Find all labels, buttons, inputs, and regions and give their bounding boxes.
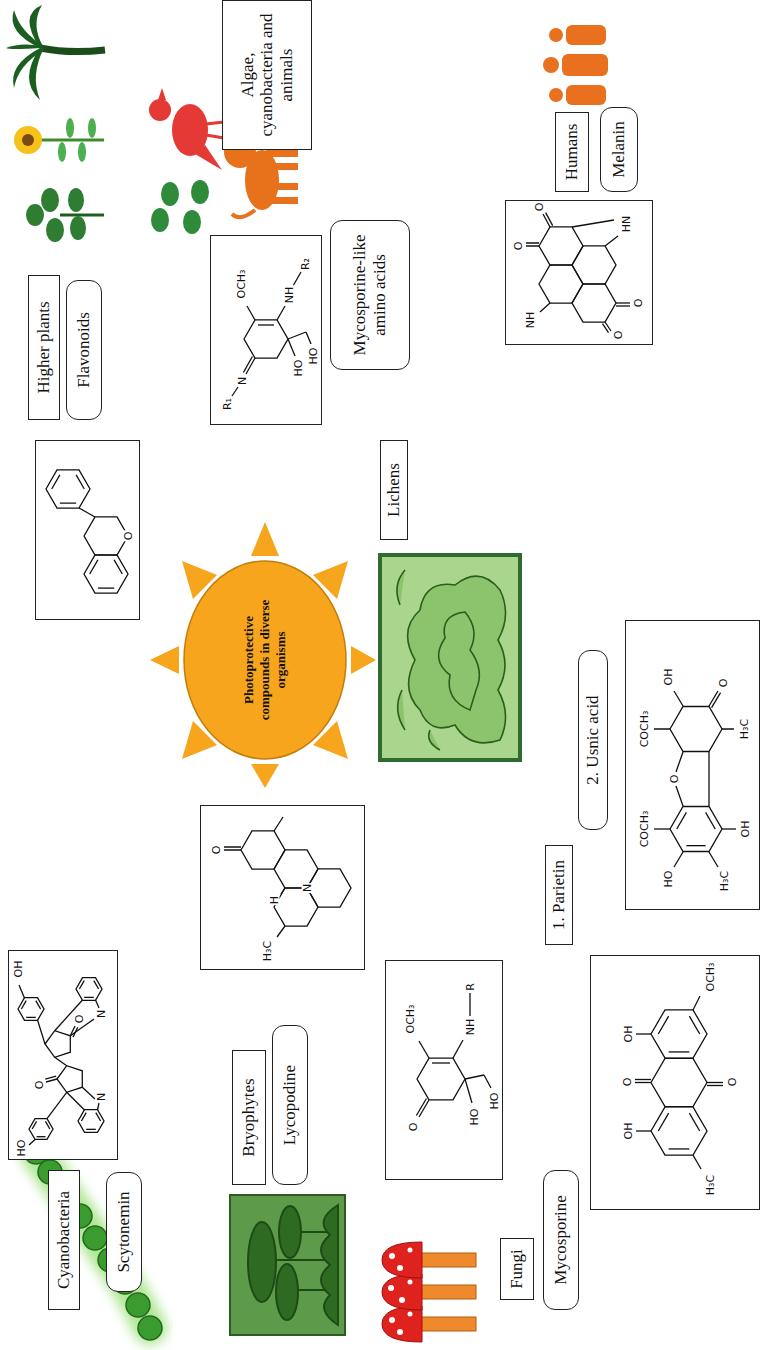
organism-label: Algae, cyanobacteria and animals xyxy=(222,0,312,150)
atom-label: H₃C xyxy=(719,870,730,892)
atom-label: H xyxy=(269,895,280,905)
atom-label: O xyxy=(34,1080,45,1091)
structure-bonds xyxy=(36,439,141,619)
chemical-structure: O xyxy=(35,440,140,620)
chemical-structure: O H₃C H N xyxy=(200,805,365,970)
organism-label: Fungi xyxy=(500,1238,534,1300)
label-text: Scytonemin xyxy=(114,1186,134,1277)
atom-label: O xyxy=(622,1077,633,1088)
atom-label: O xyxy=(613,330,624,341)
sun-rays xyxy=(150,522,376,788)
atom-label: H₃C xyxy=(262,940,273,962)
atom-label: OCH₃ xyxy=(405,1003,416,1034)
higher-plants xyxy=(6,5,105,242)
atom-label: HO xyxy=(469,1108,480,1127)
sun-title: Photoprotective compounds in diverse org… xyxy=(183,560,347,760)
label-text: 2. Usnic acid xyxy=(583,690,603,789)
chemical-structure: OH N O O N HO xyxy=(8,950,118,1160)
atom-label: OH xyxy=(13,960,24,979)
label-text: Lycopodine xyxy=(280,1060,300,1150)
atom-label: O xyxy=(633,298,644,309)
atom-label: OH xyxy=(740,820,751,839)
atom-label: O xyxy=(669,774,680,785)
compound-label: Mycosporine xyxy=(543,1170,579,1310)
atom-label: N xyxy=(96,1009,107,1019)
atom-label: OCH₃ xyxy=(705,961,716,992)
label-text: Melanin xyxy=(609,116,629,183)
atom-label: O xyxy=(74,1014,85,1025)
chemical-structure: R₁ N OCH₃ NH R₂ HOHO xyxy=(210,235,322,425)
cyanobacteria-filament xyxy=(24,1140,162,1340)
atom-label: NH xyxy=(465,1018,476,1037)
mushrooms xyxy=(382,1242,476,1342)
organism-label: Humans xyxy=(555,112,589,192)
atom-label: N xyxy=(237,376,248,386)
label-text: Algae, cyanobacteria and animals xyxy=(238,1,297,149)
label-text: Fungi xyxy=(507,1244,527,1294)
atom-label: R₂ xyxy=(300,257,311,271)
organism-label: Cyanobacteria xyxy=(48,1170,80,1310)
atom-label: HO xyxy=(308,347,319,366)
compound-label: Melanin xyxy=(600,107,638,192)
compound-label: Scytonemin xyxy=(106,1172,142,1292)
compound-label: 2. Usnic acid xyxy=(578,650,608,830)
atom-label: HN xyxy=(621,215,632,234)
title-text: Photoprotective compounds in diverse org… xyxy=(241,585,289,735)
atom-label: OCH₃ xyxy=(236,268,247,299)
atom-label: N xyxy=(302,883,313,893)
structure-bonds xyxy=(201,804,366,969)
atom-label: H₃C xyxy=(739,718,750,740)
compound-label: 1. Parietin xyxy=(545,845,573,945)
organism-label: Bryophytes xyxy=(232,1050,266,1185)
chemical-structure: OH O OH H₃C O OCH₃ xyxy=(590,955,760,1210)
compound-label: Lycopodine xyxy=(272,1025,308,1185)
atom-label: HO xyxy=(293,359,304,378)
label-text: Bryophytes xyxy=(239,1073,259,1161)
structure-bonds xyxy=(9,949,119,1159)
atom-label: O xyxy=(534,202,545,213)
lichen-image xyxy=(380,555,520,760)
atom-label: O xyxy=(718,678,729,689)
label-text: Humans xyxy=(562,119,582,186)
atom-label: N xyxy=(96,1092,107,1102)
chemical-structure: O OCH₃ NH R HO HO xyxy=(385,960,503,1180)
structure-bonds xyxy=(386,959,504,1179)
atom-label: H₃C xyxy=(705,1174,716,1196)
humans-figures xyxy=(543,25,608,105)
atom-label: HO xyxy=(16,1139,27,1158)
label-text: 1. Parietin xyxy=(549,855,569,935)
chemical-structure: HO COCH₃ OH H₃C O COCH₃ OH O H₃C xyxy=(625,620,760,910)
atom-label: COCH₃ xyxy=(639,810,650,849)
organism-label: Lichens xyxy=(380,440,408,540)
structure-bonds xyxy=(626,619,761,909)
atom-label: O xyxy=(408,1122,419,1133)
label-text: Higher plants xyxy=(34,296,54,398)
atom-label: O xyxy=(211,845,222,856)
organism-label: Higher plants xyxy=(28,275,60,420)
atom-label: OH xyxy=(623,1122,634,1141)
atom-label: R₁ xyxy=(222,397,233,411)
atom-label: OH xyxy=(623,1025,634,1044)
compound-label: Flavonoids xyxy=(66,280,102,420)
label-text: Flavonoids xyxy=(74,307,94,393)
compound-label: Mycosporine-like amino acids xyxy=(330,220,410,370)
atom-label: OH xyxy=(663,668,674,687)
atom-label: COCH₃ xyxy=(639,710,650,749)
atom-label: NH xyxy=(284,286,295,305)
chemical-structure: NH O O O O HN xyxy=(505,200,653,345)
label-text: Mycosporine-like amino acids xyxy=(350,221,389,369)
label-text: Cyanobacteria xyxy=(54,1186,74,1294)
label-text: Lichens xyxy=(384,458,404,522)
atom-label: R xyxy=(465,982,476,992)
label-text: Mycosporine xyxy=(551,1190,571,1290)
atom-label: HO xyxy=(489,1092,500,1111)
atom-label: O xyxy=(123,531,134,542)
atom-label: HO xyxy=(663,870,674,889)
atom-label: NH xyxy=(525,311,536,330)
bryophyte-image xyxy=(230,1195,345,1335)
atom-label: O xyxy=(727,1077,738,1088)
atom-label: O xyxy=(513,241,524,252)
